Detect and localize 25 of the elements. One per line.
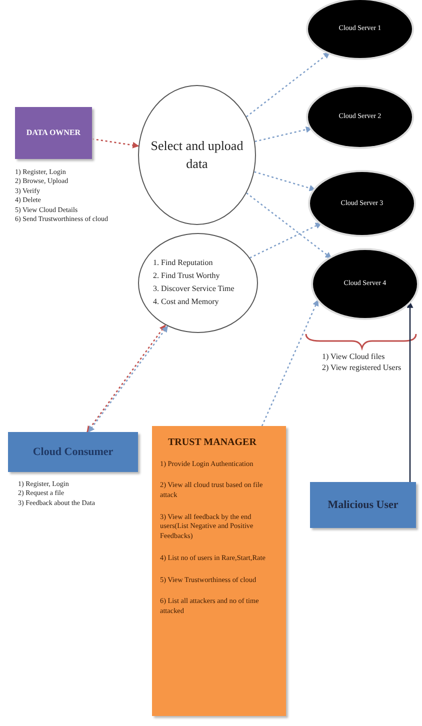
arrow — [406, 301, 414, 482]
server-ellipse — [313, 250, 417, 318]
node-label: Malicious User — [328, 498, 398, 512]
dotted-connector — [254, 171, 316, 192]
list-item: 2. Find Trust Worthy — [153, 271, 220, 282]
list-item: 4. Cost and Memory — [153, 296, 219, 308]
server-ellipse — [310, 172, 414, 235]
dotted-connector — [246, 52, 330, 118]
list-item: 1. Find Reputation — [153, 258, 213, 270]
panel-heading: TRUST MANAGER — [168, 436, 256, 450]
dotted-connector — [261, 299, 319, 426]
consumer-box — [8, 432, 138, 472]
node-label: Cloud Consumer — [32, 444, 114, 460]
user-box — [310, 482, 416, 528]
dotted-connector — [246, 192, 332, 259]
list-item: 1) View Cloud files — [322, 352, 386, 363]
node-label: Select and upload data — [150, 137, 244, 173]
dotted-connector — [92, 138, 140, 148]
dotted-connector — [254, 126, 312, 142]
owner-box — [15, 107, 92, 159]
node-label: DATA OWNER — [26, 128, 81, 138]
manager-panel — [152, 426, 286, 716]
list-item: 2) View registered Users — [322, 362, 402, 374]
list-item: 3. Discover Service Time — [153, 284, 234, 295]
dotted-connector — [250, 222, 322, 258]
